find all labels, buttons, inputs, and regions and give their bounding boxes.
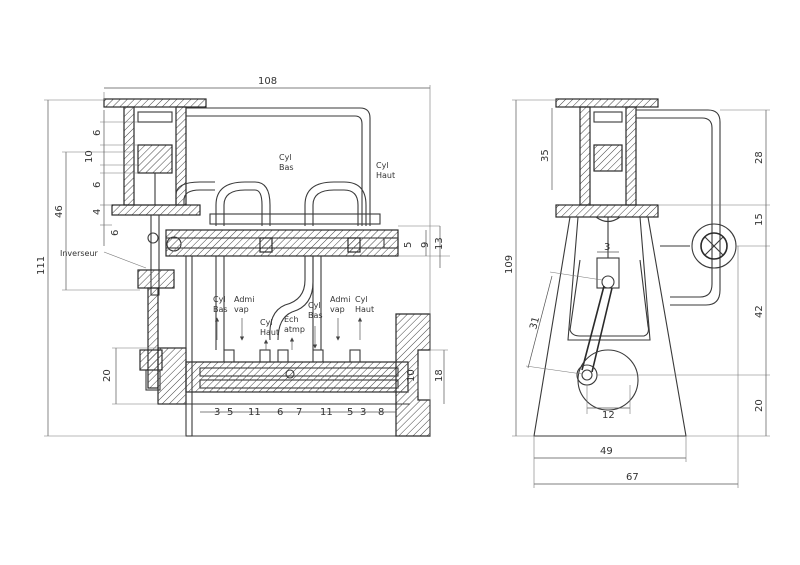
label-cyl-bas-1b: Bas	[213, 305, 228, 314]
inverseur-pin	[147, 232, 159, 244]
right-view-dimensions: 109 35 28 15 42 20 3 31 12 49 67	[504, 99, 770, 488]
label-cyl-haut-top-2: Haut	[376, 171, 395, 180]
rv-dim-31: 31	[528, 316, 542, 331]
label-cyl-bas-1a: Cyl	[213, 295, 226, 304]
rv-dim-20: 20	[754, 399, 765, 412]
dim-46: 46	[54, 205, 65, 218]
rv-piston	[593, 144, 623, 172]
right-view	[533, 98, 737, 437]
distributor-block	[165, 229, 399, 257]
label-cyl-bas-top-1: Cyl	[279, 153, 292, 162]
rv-dim-3: 3	[604, 242, 610, 253]
bottom-dimension-row: 3 5 11 6 7 11 5 3 8	[214, 407, 384, 418]
dim-10: 10	[84, 150, 95, 163]
cylinder-base	[111, 204, 201, 216]
dim-r18: 18	[434, 369, 445, 382]
rv-frame	[533, 216, 687, 437]
inverseur-block	[137, 269, 175, 289]
label-cyl-haut-1a: Cyl	[260, 318, 273, 327]
label-ech-b: atmp	[284, 325, 305, 334]
dim-20: 20	[102, 369, 113, 382]
dim-bottom-7: 3	[360, 407, 366, 418]
steam-pipe-top	[186, 107, 371, 226]
inverseur-label: Inverseur	[60, 249, 99, 258]
dim-bottom-1: 5	[227, 407, 233, 418]
rv-dim-35: 35	[540, 149, 551, 162]
port-labels: Cyl Bas Cyl Haut Cyl Bas Admi vap Cyl Ha…	[213, 153, 395, 350]
piston-body	[137, 144, 173, 174]
label-ech-a: Ech	[284, 315, 299, 324]
dim-bottom-6: 5	[347, 407, 353, 418]
dim-6a: 6	[92, 130, 103, 136]
label-cyl-haut-top-1: Cyl	[376, 161, 389, 170]
dim-108: 108	[258, 76, 277, 87]
piston-top	[137, 111, 173, 123]
dim-bottom-4: 7	[296, 407, 302, 418]
dim-bottom-5: 11	[320, 407, 333, 418]
label-admi-2a: Admi	[330, 295, 350, 304]
label-admi-1a: Admi	[234, 295, 254, 304]
rv-dim-109: 109	[504, 255, 515, 274]
dim-bottom-3: 6	[277, 407, 283, 418]
dim-r9: 9	[420, 242, 431, 248]
left-view	[103, 98, 431, 437]
pipe-loop-2	[304, 181, 367, 226]
dim-6c: 6	[110, 230, 121, 236]
label-cyl-haut-2a: Cyl	[355, 295, 368, 304]
rv-dim-28: 28	[754, 151, 765, 164]
left-view-dimensions: 108 111 46 6 10 6 4 6 Inverseur 20 5 9 1…	[36, 76, 450, 437]
label-cyl-bas-top-2: Bas	[279, 163, 294, 172]
dim-111: 111	[36, 256, 47, 275]
dim-r10: 10	[406, 369, 417, 382]
label-cyl-haut-2b: Haut	[355, 305, 374, 314]
dim-4: 4	[92, 209, 103, 215]
exhaust-pipe	[269, 256, 306, 341]
lower-body	[157, 347, 187, 405]
label-admi-2b: vap	[330, 305, 345, 314]
frame-left	[185, 255, 193, 437]
rv-cylinder-base	[555, 204, 659, 218]
rv-top-flange	[555, 98, 659, 108]
rv-dim-49: 49	[600, 446, 613, 457]
dim-r13: 13	[434, 237, 445, 250]
rv-crank-pin	[576, 364, 598, 386]
rv-dim-67: 67	[626, 472, 639, 483]
rv-dim-15: 15	[754, 213, 765, 226]
dim-bottom-8: 8	[378, 407, 384, 418]
top-flange	[103, 98, 207, 108]
rv-steam-pipe	[636, 109, 721, 306]
inverseur-rod	[147, 287, 159, 389]
dim-bottom-2: 11	[248, 407, 261, 418]
rv-dim-12: 12	[602, 410, 615, 421]
label-cyl-bas-2b: Bas	[308, 311, 323, 320]
dim-6b: 6	[92, 182, 103, 188]
dim-bottom-0: 3	[214, 407, 220, 418]
label-admi-1b: vap	[234, 305, 249, 314]
label-cyl-haut-1b: Haut	[260, 328, 279, 337]
dim-r5: 5	[403, 242, 414, 248]
rv-crosshead	[596, 257, 620, 289]
pipe-loop-1	[215, 181, 271, 226]
label-cyl-bas-2a: Cyl	[308, 301, 321, 310]
rv-dim-42: 42	[754, 305, 765, 318]
